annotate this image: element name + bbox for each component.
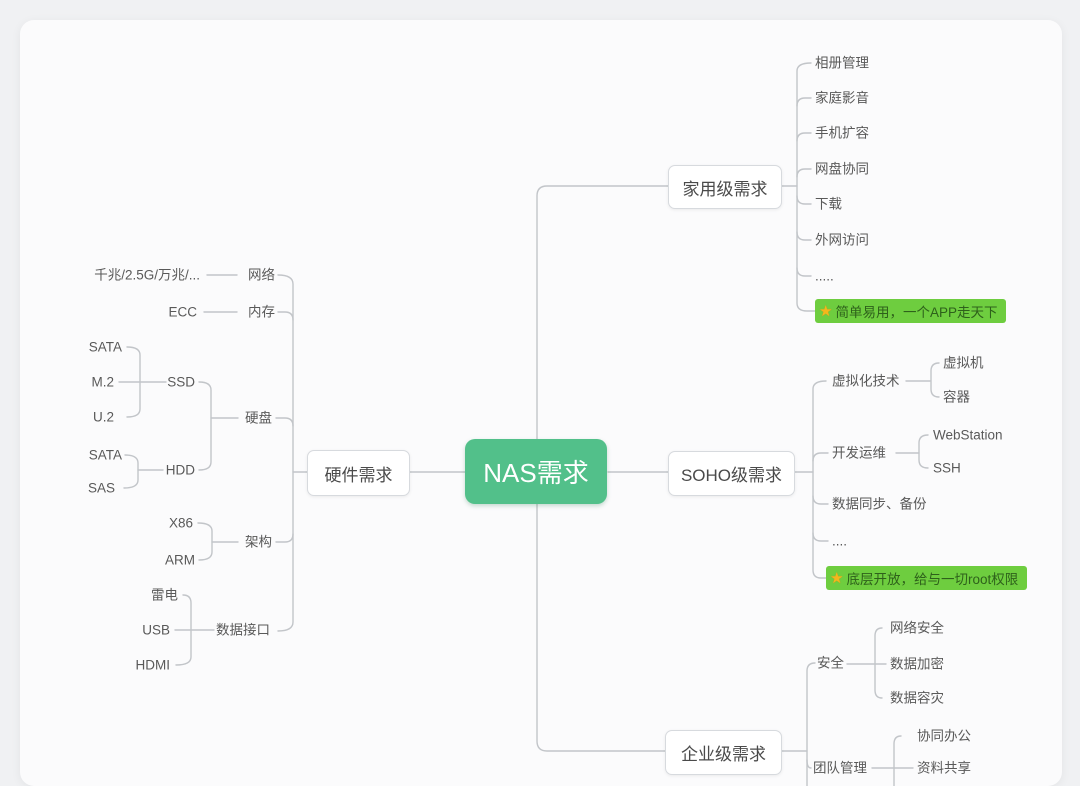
highlight-text: 底层开放，给与一切root权限 <box>846 572 1019 587</box>
topic-soho-more[interactable]: .... <box>832 533 848 549</box>
topic-ssd[interactable]: SSD <box>167 374 195 390</box>
topic-home-more[interactable]: ..... <box>815 268 834 284</box>
topic-download[interactable]: 下载 <box>815 196 842 212</box>
topic-team-mgmt[interactable]: 团队管理 <box>813 760 867 776</box>
node-home[interactable]: 家用级需求 <box>668 165 782 209</box>
topic-hdd-sas[interactable]: SAS <box>87 480 115 496</box>
topic-ssd-sata[interactable]: SATA <box>88 339 122 355</box>
topic-album[interactable]: 相册管理 <box>815 55 869 71</box>
node-root[interactable]: NAS需求 <box>465 439 607 504</box>
topic-arm[interactable]: ARM <box>165 552 195 568</box>
topic-data-sync[interactable]: 数据同步、备份 <box>832 496 927 512</box>
topic-cloud-sync[interactable]: 网盘协同 <box>815 161 869 177</box>
topic-ssd-u2[interactable]: U.2 <box>92 409 114 425</box>
topic-thunderbolt[interactable]: 雷电 <box>151 587 178 603</box>
topic-arch[interactable]: 架构 <box>245 534 272 550</box>
mindmap-canvas[interactable]: NAS需求 硬件需求 家用级需求 SOHO级需求 企业级需求 网络 千兆/2.5… <box>20 20 1062 786</box>
topic-external-access[interactable]: 外网访问 <box>815 232 869 248</box>
star-icon: ★ <box>830 569 844 587</box>
topic-hdd-sata[interactable]: SATA <box>88 447 122 463</box>
topic-vm[interactable]: 虚拟机 <box>943 355 984 371</box>
topic-net-security[interactable]: 网络安全 <box>890 620 944 636</box>
topic-home-media[interactable]: 家庭影音 <box>815 90 869 106</box>
topic-phone-expand[interactable]: 手机扩容 <box>815 125 869 141</box>
topic-home-highlight[interactable]: ★ 简单易用，一个APP走天下 <box>815 299 1007 323</box>
topic-encryption[interactable]: 数据加密 <box>890 656 944 672</box>
topic-soho-highlight[interactable]: ★ 底层开放，给与一切root权限 <box>826 566 1028 590</box>
topic-co-office[interactable]: 协同办公 <box>917 728 971 744</box>
topic-x86[interactable]: X86 <box>168 515 193 531</box>
topic-webstation[interactable]: WebStation <box>933 427 1003 443</box>
topic-devops[interactable]: 开发运维 <box>832 445 886 461</box>
node-enterprise[interactable]: 企业级需求 <box>665 730 782 775</box>
topic-disaster-recovery[interactable]: 数据容灾 <box>890 690 944 706</box>
topic-virtualization[interactable]: 虚拟化技术 <box>832 373 900 389</box>
topic-data-interface[interactable]: 数据接口 <box>216 622 270 638</box>
topic-network[interactable]: 网络 <box>248 267 275 283</box>
topic-hdd[interactable]: HDD <box>165 462 195 478</box>
topic-security[interactable]: 安全 <box>817 655 844 671</box>
topic-ssd-m2[interactable]: M.2 <box>91 374 114 390</box>
topic-memory[interactable]: 内存 <box>248 304 275 320</box>
topic-file-share[interactable]: 资料共享 <box>917 760 971 776</box>
highlight-text: 简单易用，一个APP走天下 <box>835 305 998 320</box>
mindmap-stage: NAS需求 硬件需求 家用级需求 SOHO级需求 企业级需求 网络 千兆/2.5… <box>20 20 1080 786</box>
node-soho[interactable]: SOHO级需求 <box>668 451 795 496</box>
topic-container[interactable]: 容器 <box>943 389 970 405</box>
topic-network-speed[interactable]: 千兆/2.5G/万兆/... <box>94 267 200 283</box>
node-hardware[interactable]: 硬件需求 <box>307 450 410 496</box>
topic-hdmi[interactable]: HDMI <box>135 657 171 673</box>
star-icon: ★ <box>819 302 833 320</box>
topic-ssh[interactable]: SSH <box>933 460 961 476</box>
topic-usb[interactable]: USB <box>142 622 170 638</box>
topic-disk[interactable]: 硬盘 <box>245 410 272 426</box>
topic-ecc[interactable]: ECC <box>168 304 197 320</box>
